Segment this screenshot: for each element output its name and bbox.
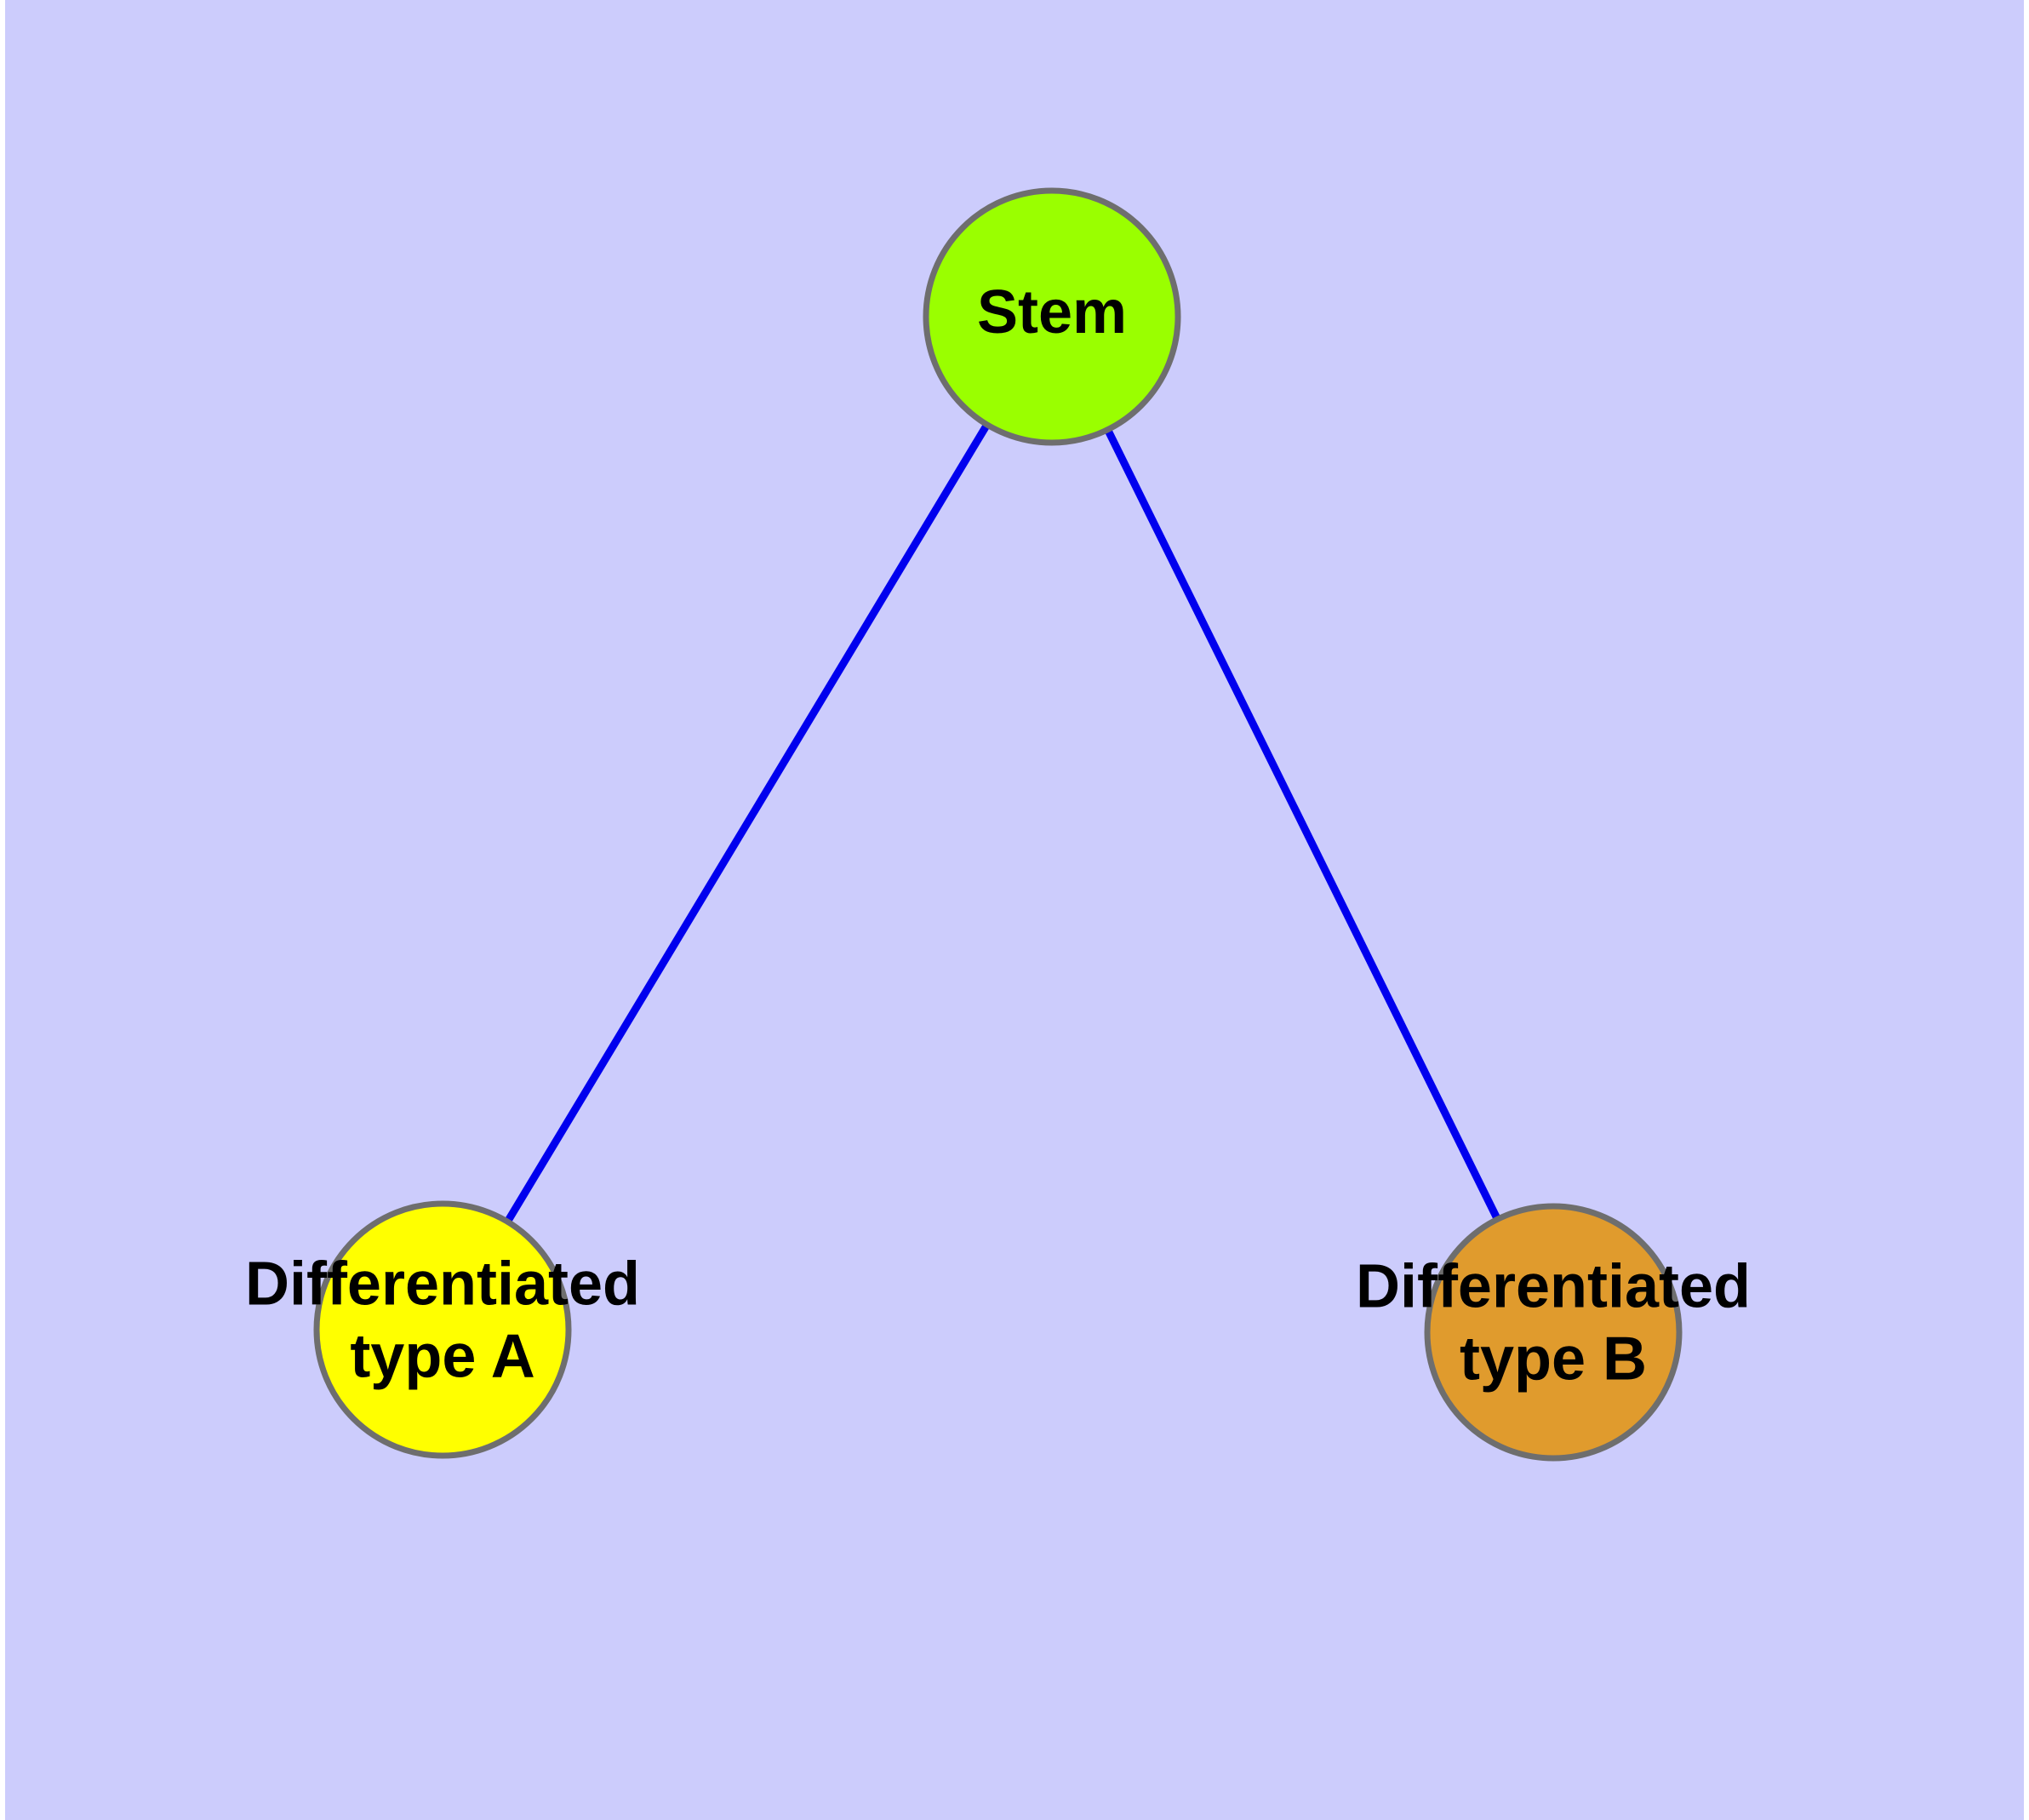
node-circle-diff_b[interactable] — [1424, 1203, 1683, 1462]
node-label-line: type B — [1460, 1325, 1647, 1393]
edge-layer — [505, 424, 1500, 1222]
node-label-line: type A — [350, 1322, 534, 1390]
node-label-line: Stem — [977, 278, 1127, 346]
graph-node-stem[interactable]: Stem — [923, 187, 1181, 446]
graph-edge-stem-diff_b[interactable] — [1105, 429, 1500, 1220]
node-label-line: Differentiated — [245, 1251, 640, 1319]
node-circle-stem[interactable] — [923, 187, 1181, 446]
graph-edge-stem-diff_a[interactable] — [505, 424, 990, 1222]
node-label-line: Differentiated — [1356, 1253, 1751, 1321]
node-circle-diff_a[interactable] — [313, 1200, 572, 1459]
node-label-stem: Stem — [977, 278, 1127, 346]
